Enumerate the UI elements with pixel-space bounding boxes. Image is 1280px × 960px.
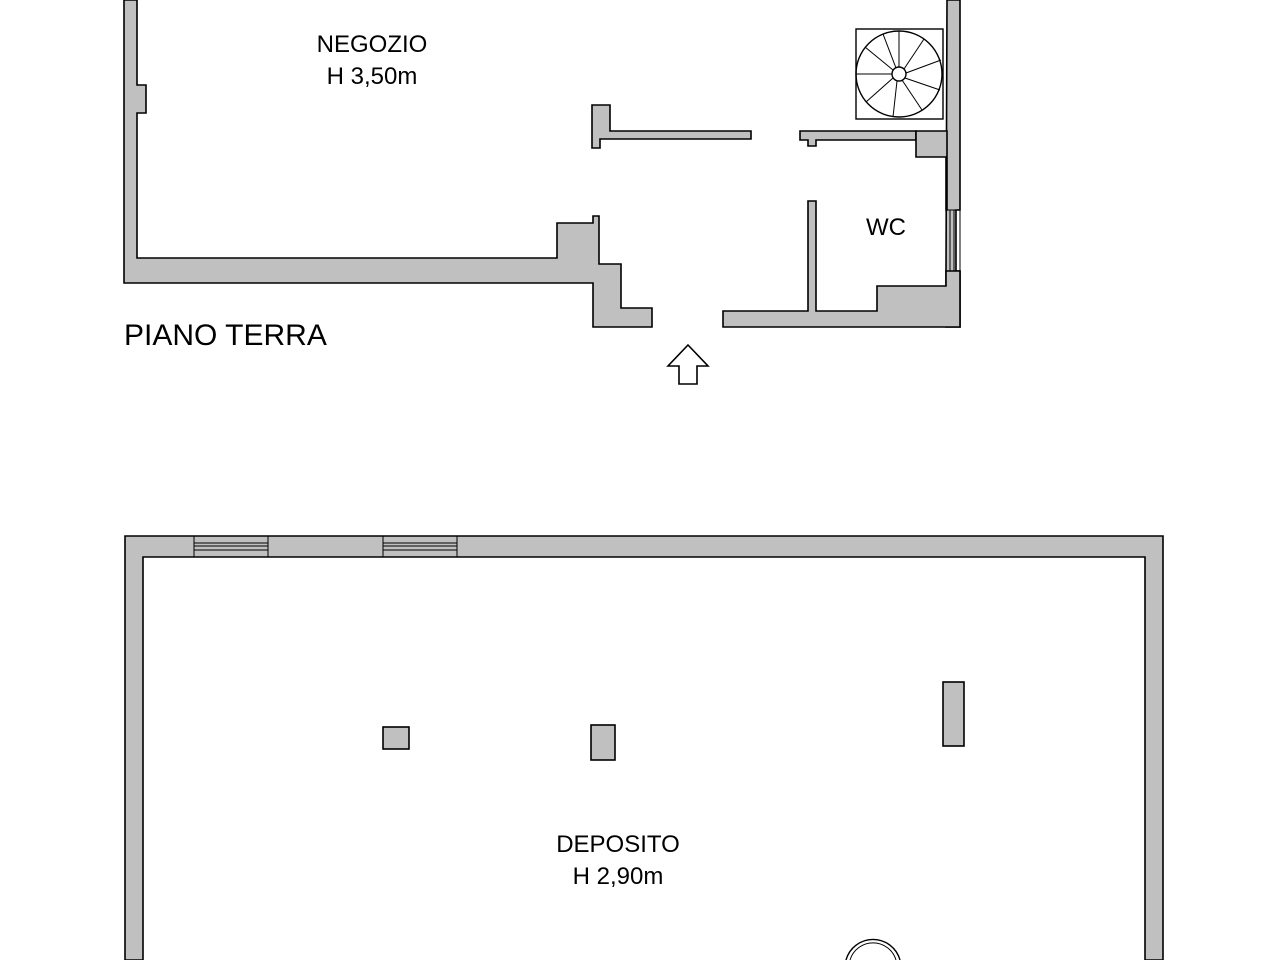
basement-window-2 bbox=[382, 535, 458, 558]
basement-outer-wall bbox=[124, 535, 1164, 960]
room-label-wc: WC bbox=[866, 214, 906, 241]
room-label-negozio: NEGOZIO bbox=[317, 31, 428, 58]
inner-partition-right bbox=[799, 130, 917, 147]
pillar bbox=[590, 724, 616, 761]
basement-window-1 bbox=[193, 535, 269, 558]
wc-bottom-wall bbox=[722, 200, 961, 328]
pillar bbox=[382, 726, 410, 750]
shop-outer-wall bbox=[123, 0, 653, 328]
pillar bbox=[942, 681, 965, 747]
room-height-deposito: H 2,90m bbox=[573, 863, 664, 890]
spiral-staircase-icon bbox=[855, 28, 944, 120]
floor-label-ground: PIANO TERRA bbox=[124, 319, 327, 352]
spiral-staircase-icon bbox=[845, 938, 901, 960]
room-label-deposito: DEPOSITO bbox=[556, 831, 680, 858]
ground-floor-plan: NEGOZIO H 3,50m WC PIANO TERRA bbox=[123, 0, 961, 385]
inner-partition-left bbox=[591, 104, 752, 149]
arrow-up-outline-icon bbox=[666, 343, 710, 385]
basement-plan: DEPOSITO H 2,90m bbox=[124, 535, 1164, 960]
room-height-negozio: H 3,50m bbox=[327, 63, 418, 90]
right-wall-upper-thickening bbox=[915, 130, 948, 211]
